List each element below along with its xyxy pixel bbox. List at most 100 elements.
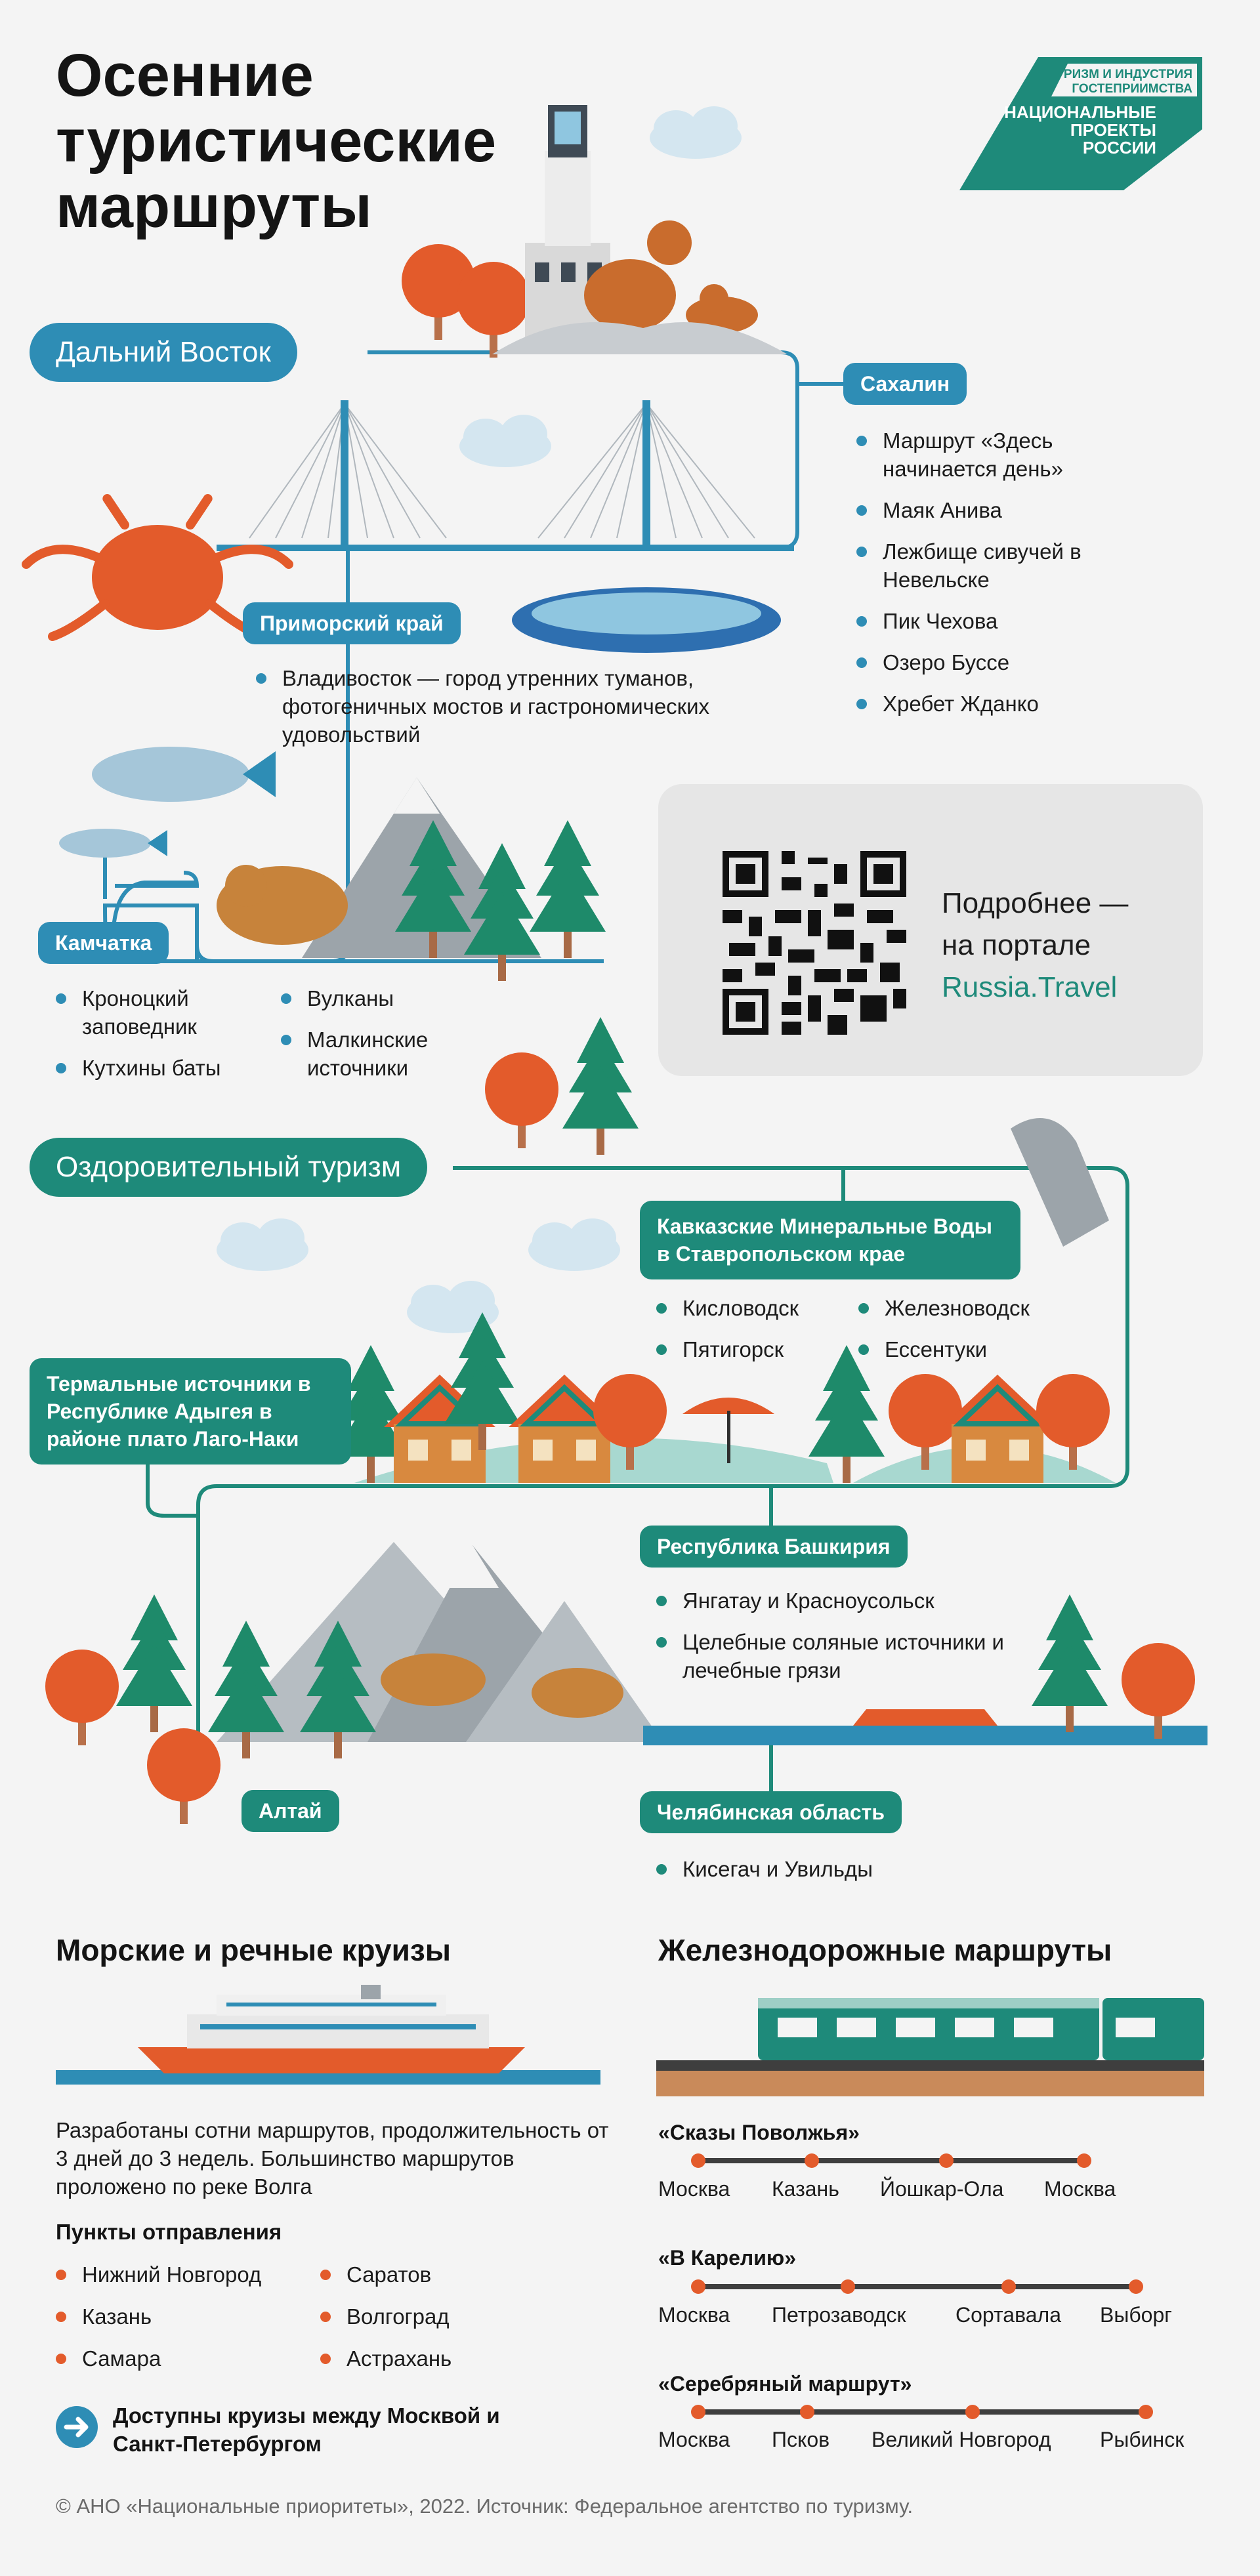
russia-travel-link[interactable]: Russia.Travel [942, 971, 1118, 1003]
qr-text-line1: Подробнее — [942, 887, 1129, 919]
rail-stop-name: Казань [772, 2177, 839, 2201]
title-line: маршруты [56, 173, 372, 240]
bullet-dot [56, 2354, 66, 2364]
bullet-dot [656, 1637, 667, 1648]
cruises-description: Разработаны сотни маршрутов, продолжител… [56, 2118, 609, 2199]
rail-stop-name: Москва [658, 2303, 730, 2327]
logo-top-line2: ГОСТЕПРИИМСТВА [1072, 82, 1192, 96]
bullet-dot [856, 616, 867, 627]
kamchatka-list-col2: Вулканы Малкинские источники [281, 984, 491, 1095]
bullet-dot [656, 1596, 667, 1606]
logo-main-line3: РОССИИ [1083, 138, 1156, 157]
list-item: Кроноцкий заповедник [56, 984, 266, 1041]
rail-route-line [696, 2158, 1089, 2163]
rail-stop-dot [691, 2405, 705, 2419]
national-projects-logo: ТУРИЗМ И ИНДУСТРИЯ ГОСТЕПРИИМСТВА НАЦИОН… [959, 57, 1202, 190]
list-item: Железноводск [858, 1294, 1095, 1322]
kmv-label: Кавказские Минеральные Воды в Ставрополь… [640, 1201, 1020, 1279]
chelyabinsk-label: Челябинская область [640, 1791, 902, 1833]
bullet-dot [320, 2270, 331, 2280]
list-item: Вулканы [281, 984, 491, 1012]
rail-stop-name: Рыбинск [1100, 2428, 1185, 2451]
list-item: Самара [56, 2344, 331, 2373]
bullet-dot [858, 1303, 869, 1314]
list-item: Саратов [320, 2260, 583, 2289]
list-item: Озеро Буссе [856, 648, 1132, 676]
rail-stop-dot [841, 2279, 855, 2294]
rail-stop-name: Йошкар-Ола [880, 2177, 1004, 2201]
list-item: Кисегач и Увильды [656, 1855, 984, 1883]
chelyabinsk-list: Кисегач и Увильды [656, 1855, 984, 1896]
bullet-dot [858, 1344, 869, 1355]
logo-main-line1: НАЦИОНАЛЬНЫЕ [1004, 102, 1156, 122]
bullet-dot [281, 993, 291, 1004]
primorsky-label: Приморский край [243, 602, 461, 644]
rail-stop-name: Москва [1044, 2177, 1116, 2201]
rail-route-name: «Серебряный маршрут» [658, 2372, 912, 2396]
bullet-dot [856, 436, 867, 446]
list-item: Кисловодск [656, 1294, 853, 1322]
rail-route-line [696, 2284, 1142, 2289]
rail-stop-name: Великий Новгород [872, 2428, 1051, 2451]
list-item: Лежбище сивучей в Невельске [856, 537, 1132, 594]
cruises-note: Доступны круизы между Москвой и Санкт-Пе… [113, 2403, 500, 2456]
kamchatka-list-col1: Кроноцкий заповедник Кутхины баты [56, 984, 266, 1095]
departure-title: Пункты отправления [56, 2220, 282, 2244]
bullet-dot [320, 2354, 331, 2364]
bullet-dot [56, 1063, 66, 1073]
bullet-dot [56, 2270, 66, 2280]
bullet-dot [856, 699, 867, 709]
logo-main-line2: ПРОЕКТЫ [1070, 120, 1156, 140]
list-item: Владивосток — город утренних туманов, фо… [256, 664, 755, 749]
rail-title: Железнодорожные маршруты [658, 1933, 1112, 1967]
rail-route-name: «Сказы Поволжья» [658, 2121, 860, 2144]
rail-stop-dot [965, 2405, 980, 2419]
list-item: Кутхины баты [56, 1054, 266, 1082]
list-item: Пик Чехова [856, 607, 1132, 635]
departures-col2: Саратов Волгоград Астрахань [320, 2260, 583, 2386]
bashkiria-label: Республика Башкирия [640, 1526, 908, 1568]
primorsky-list: Владивосток — город утренних туманов, фо… [256, 664, 755, 762]
list-item: Пятигорск [656, 1335, 853, 1363]
rail-stop-name: Выборг [1100, 2303, 1172, 2327]
rail-route-name: «В Карелию» [658, 2246, 796, 2270]
bullet-dot [856, 657, 867, 668]
list-item: Хребет Жданко [856, 690, 1132, 718]
arrow-right-icon [56, 2406, 98, 2448]
list-item: Казань [56, 2302, 331, 2331]
kamchatka-label: Камчатка [38, 922, 169, 964]
rail-stop-dot [1129, 2279, 1143, 2294]
list-item: Янгатау и Красноусольск [656, 1587, 1050, 1615]
rail-stop-name: Сортавала [956, 2303, 1061, 2327]
cruises-title: Морские и речные круизы [56, 1933, 452, 1967]
bullet-dot [56, 2312, 66, 2322]
far-east-label: Дальний Восток [30, 323, 297, 382]
list-item: Астрахань [320, 2344, 583, 2373]
rail-stop-name: Псков [772, 2428, 830, 2451]
logo-top-line1: ТУРИЗМ И ИНДУСТРИЯ [1048, 68, 1192, 81]
bullet-dot [856, 547, 867, 557]
rail-stop-dot [939, 2153, 954, 2168]
bullet-dot [281, 1035, 291, 1045]
sakhalin-list: Маршрут «Здесь начинается день» Маяк Ани… [856, 426, 1132, 731]
rail-stop-dot [800, 2405, 814, 2419]
qr-text-line2: на портале [942, 929, 1091, 961]
kmv-list-col1: Кисловодск Пятигорск [656, 1294, 853, 1377]
rail-stop-dot [805, 2153, 819, 2168]
rail-stop-name: Москва [658, 2428, 730, 2451]
rail-stop-dot [691, 2153, 705, 2168]
title-line: Осенние [56, 42, 314, 109]
departures-col1: Нижний Новгород Казань Самара [56, 2260, 331, 2386]
bullet-dot [656, 1303, 667, 1314]
adygea-label: Термальные источники в Республике Адыгея… [30, 1358, 351, 1465]
bullet-dot [656, 1864, 667, 1875]
qr-code-icon[interactable] [723, 851, 906, 1035]
page-title: Осенние туристические маршруты [56, 43, 496, 239]
health-tourism-label: Оздоровительный туризм [30, 1138, 428, 1197]
qr-card: Подробнее — на портале Russia.Travel [658, 784, 1203, 1076]
rail-stop-dot [1139, 2405, 1153, 2419]
rail-stop-name: Москва [658, 2177, 730, 2201]
bullet-dot [320, 2312, 331, 2322]
qr-text: Подробнее — на портале Russia.Travel [942, 883, 1128, 1008]
